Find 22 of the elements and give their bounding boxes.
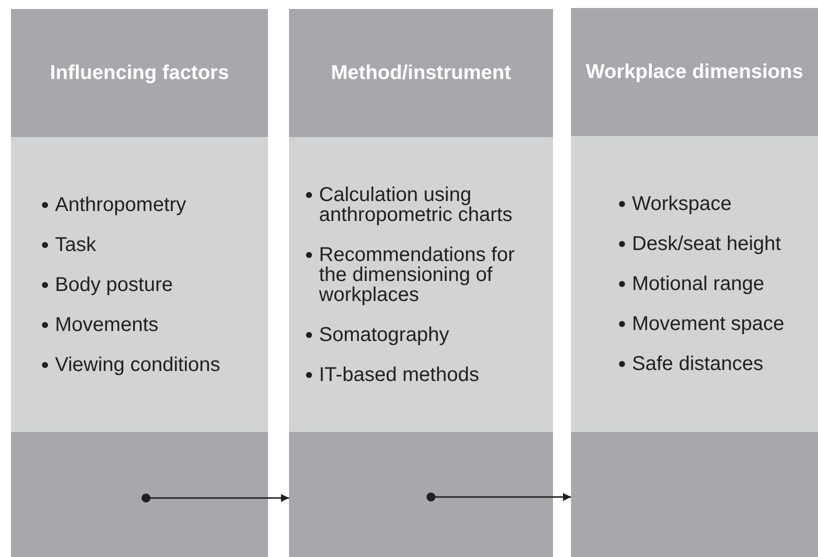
column-heading: Influencing factors	[49, 61, 230, 85]
list-item: Motional range	[632, 273, 764, 295]
list-item: Recommendations for the dimensioning of workplaces	[319, 244, 515, 306]
list-item: Calculation using anthropometric charts	[319, 184, 512, 226]
column-panel	[289, 9, 553, 557]
list-item: Desk/seat height	[632, 233, 781, 255]
column-heading: Method/instrument	[330, 61, 512, 85]
column-panel	[11, 9, 268, 557]
list-item: Movement space	[632, 313, 784, 335]
list-item: Movements	[55, 314, 158, 336]
list-item: Anthropometry	[55, 194, 186, 216]
list-item: Workspace	[632, 193, 732, 215]
list-item: IT-based methods	[319, 364, 480, 386]
list-item: Body posture	[55, 274, 173, 296]
list-item: Somatography	[319, 324, 450, 346]
list-item: Task	[55, 234, 96, 256]
list-item: Safe distances	[632, 353, 764, 375]
arrow	[142, 494, 289, 502]
arrow	[426, 492, 571, 502]
list-item: Viewing conditions	[55, 354, 220, 376]
column-panel	[571, 8, 818, 557]
column-heading: Workplace dimensions	[584, 60, 804, 84]
